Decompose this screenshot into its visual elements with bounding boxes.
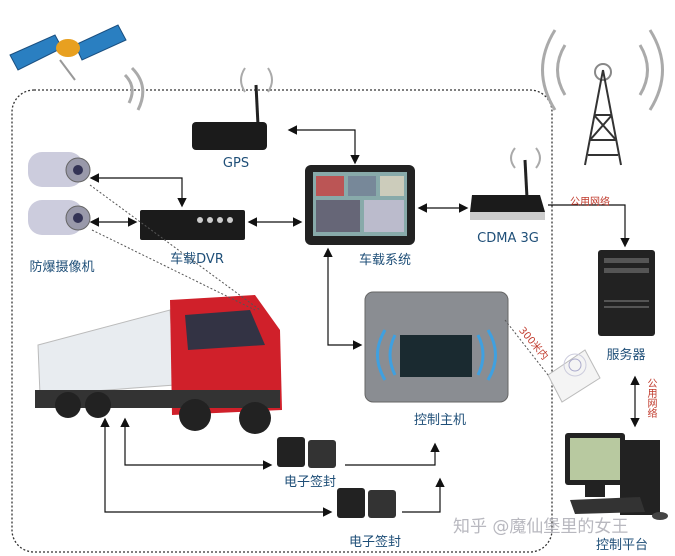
gps-router-icon xyxy=(192,67,273,150)
camera-label: 防爆摄像机 xyxy=(29,260,95,275)
public-network-label-1: 公用网络 xyxy=(570,197,610,208)
dvr-label: 车载DVR xyxy=(170,252,224,267)
connection-arrows xyxy=(89,125,640,517)
satellite-icon xyxy=(9,24,145,111)
vehicle-system-tablet-icon xyxy=(305,165,415,245)
rfid-card-icon xyxy=(547,349,601,403)
controller-box-icon xyxy=(364,291,509,403)
seal-label-1: 电子签封 xyxy=(283,475,337,490)
control-platform-computer-icon xyxy=(565,433,668,520)
cdma-router-icon xyxy=(470,147,545,220)
controller-label: 控制主机 xyxy=(413,413,467,428)
dvr-icon xyxy=(140,210,245,240)
cdma-label: CDMA 3G xyxy=(477,231,539,246)
seal-label-2: 电子签封 xyxy=(348,535,402,550)
dotted-links xyxy=(89,184,549,376)
gps-label: GPS xyxy=(222,156,250,171)
platform-label: 控制平台 xyxy=(595,538,649,553)
public-network-label-2: 公用网络 xyxy=(645,378,656,418)
vehicle-system-label: 车载系统 xyxy=(358,253,412,268)
cell-tower-icon xyxy=(541,29,664,166)
explosion-proof-camera-icon xyxy=(28,152,91,235)
vehicle-boundary xyxy=(11,89,553,553)
watermark: 知乎 @魔仙堡里的女王 xyxy=(453,517,629,537)
server-icon xyxy=(598,250,655,336)
server-label: 服务器 xyxy=(606,348,646,363)
tanker-truck-icon xyxy=(35,295,282,434)
